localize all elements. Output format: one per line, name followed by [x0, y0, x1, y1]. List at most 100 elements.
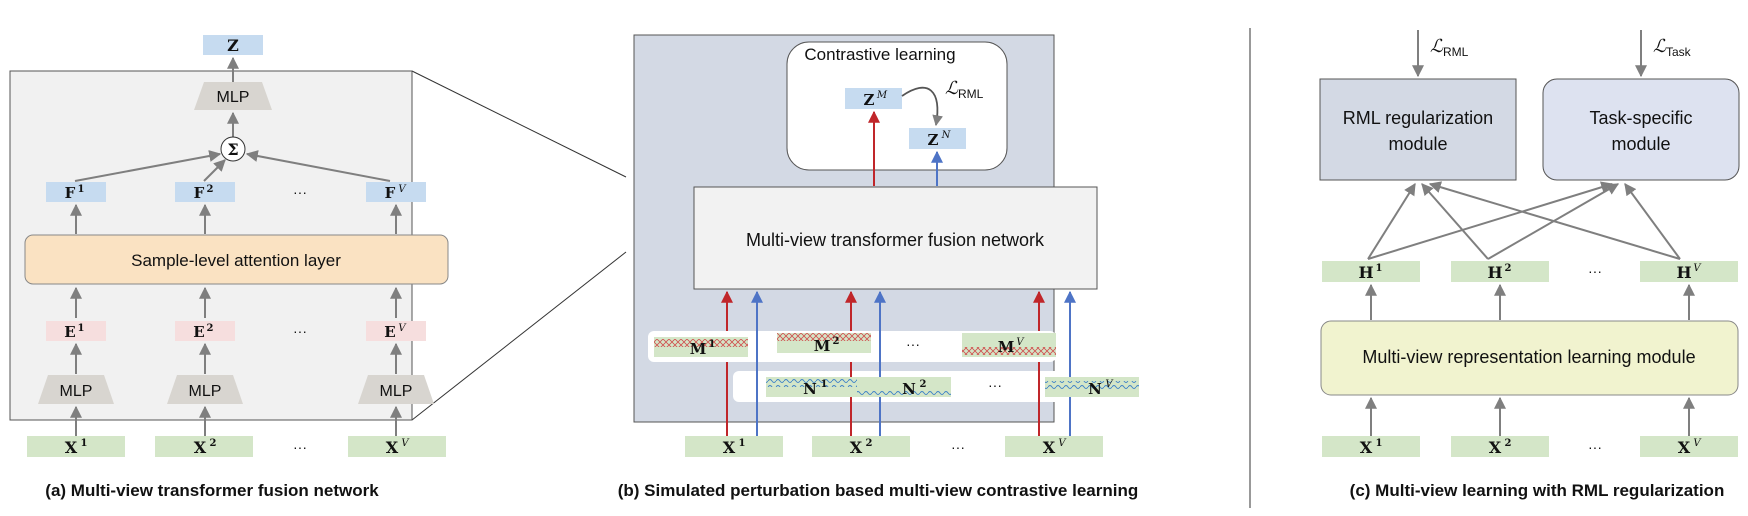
rml-module-line1: RML regularization	[1343, 108, 1493, 128]
task-module-line1: Task-specific	[1589, 108, 1692, 128]
f1-sup: 1	[78, 184, 85, 195]
rml-module-line2: module	[1388, 134, 1447, 154]
nv-sup: V	[1105, 379, 1114, 390]
task-loss-sub: Task	[1666, 45, 1692, 59]
caption-c: (c) Multi-view learning with RML regular…	[1350, 481, 1725, 500]
x-ellipsis-b: ···	[951, 439, 965, 455]
hv-label: H	[1676, 263, 1691, 282]
zn-sup: N	[941, 130, 952, 141]
f2-sup: 2	[207, 184, 214, 195]
xv-label-b: X	[1043, 438, 1056, 457]
e2-label: E	[193, 323, 204, 341]
e1-sup: 1	[78, 323, 85, 334]
arrow-h1-to-rml	[1367, 182, 1416, 260]
m2-label: M	[814, 337, 831, 355]
h-ellipsis: ···	[1588, 263, 1602, 279]
arrow-h1-to-task	[1367, 181, 1614, 260]
m1-label: M	[690, 340, 707, 358]
x1-label-a: X	[65, 438, 78, 457]
caption-a: (a) Multi-view transformer fusion networ…	[45, 481, 379, 500]
panel-b: Contrastive learning Z M Z N ℒ RML Multi…	[618, 34, 1153, 500]
task-module-line2: module	[1611, 134, 1670, 154]
xv-sup-b: V	[1058, 438, 1067, 449]
task-specific-module	[1542, 78, 1740, 181]
x1-box-a	[27, 436, 125, 457]
zm-sup: M	[876, 90, 888, 101]
m2-perturbation-pattern	[777, 333, 871, 341]
e-ellipsis: ···	[293, 323, 307, 339]
h1-sup: 1	[1376, 263, 1383, 274]
fv-sup: V	[398, 184, 407, 195]
fv-box	[366, 182, 426, 202]
h2-sup: 2	[1505, 263, 1512, 274]
hv-sup: V	[1693, 263, 1702, 274]
f2-box	[175, 182, 235, 202]
m-ellipsis: ···	[906, 336, 920, 352]
sum-symbol: Σ	[227, 140, 238, 159]
task-loss-symbol: ℒ	[1653, 36, 1667, 57]
xv-box-a	[348, 436, 446, 457]
zoom-line-top	[411, 70, 627, 178]
attention-layer-box	[24, 234, 449, 285]
x2-box-b	[812, 436, 910, 457]
sum-node	[220, 136, 246, 162]
panel-a: Z MLP Σ F 1 F 2 ··· F V Sample-level att…	[9, 35, 627, 500]
x2-label-a: X	[194, 438, 207, 457]
x2-sup-a: 2	[210, 438, 217, 449]
rml-loss-symbol-b: ℒ	[945, 78, 959, 99]
x2-sup-c: 2	[1505, 438, 1512, 449]
z-output-label: Z	[227, 36, 239, 55]
arrow-hv-to-rml	[1428, 181, 1681, 260]
x1-label-b: X	[723, 438, 736, 457]
zm-box	[845, 88, 902, 109]
zn-box	[909, 128, 966, 149]
e1-label: E	[64, 323, 75, 341]
f1-box	[46, 182, 106, 202]
x-ellipsis-c: ···	[1588, 439, 1602, 455]
hv-box	[1640, 261, 1738, 282]
x1-sup-a: 1	[81, 438, 88, 449]
xv-label-c: X	[1678, 438, 1691, 457]
fusion-network-box	[693, 186, 1098, 290]
fv-label: F	[385, 184, 396, 202]
x1-sup-c: 1	[1376, 438, 1383, 449]
rml-loss-sub-b: RML	[958, 87, 984, 101]
e1-box	[46, 321, 106, 341]
mlp-view-2	[167, 375, 243, 404]
xv-box-b	[1005, 436, 1103, 457]
xv-label-a: X	[386, 438, 399, 457]
top-mlp-label: MLP	[217, 89, 250, 106]
x1-box-b	[685, 436, 783, 457]
xv-sup-a: V	[401, 438, 410, 449]
x2-box-a	[155, 436, 253, 457]
e2-sup: 2	[207, 323, 214, 334]
x1-sup-b: 1	[739, 438, 746, 449]
n1-sup: 1	[821, 379, 828, 390]
x2-box-c	[1451, 436, 1549, 457]
x1-box-c	[1322, 436, 1420, 457]
zm-label: Z	[864, 91, 875, 109]
arrow-f2-to-sum	[203, 159, 226, 182]
panel-c: ℒ RML ℒ Task RML regularization module T…	[1319, 30, 1740, 500]
caption-b: (b) Simulated perturbation based multi-v…	[618, 481, 1138, 500]
arrow-hv-to-task	[1624, 183, 1681, 260]
mv-label: M	[998, 338, 1015, 356]
xv-box-c	[1640, 436, 1738, 457]
representation-learning-module	[1320, 320, 1739, 396]
n1-label: N	[803, 380, 817, 398]
f1-label: F	[65, 184, 76, 202]
m2-sup: 2	[833, 336, 840, 347]
n-ellipsis: ···	[988, 377, 1002, 393]
nv-label: N	[1088, 380, 1102, 398]
x1-label-c: X	[1360, 438, 1373, 457]
zoom-line-bottom	[411, 251, 627, 421]
arrow-f1-to-sum	[74, 150, 222, 182]
mlp-view-2-label: MLP	[189, 383, 222, 400]
x2-label-b: X	[850, 438, 863, 457]
mv-sup: V	[1016, 337, 1025, 348]
top-mlp-block	[194, 82, 272, 110]
x2-sup-b: 2	[866, 438, 873, 449]
h2-box	[1451, 261, 1549, 282]
e2-box	[175, 321, 235, 341]
